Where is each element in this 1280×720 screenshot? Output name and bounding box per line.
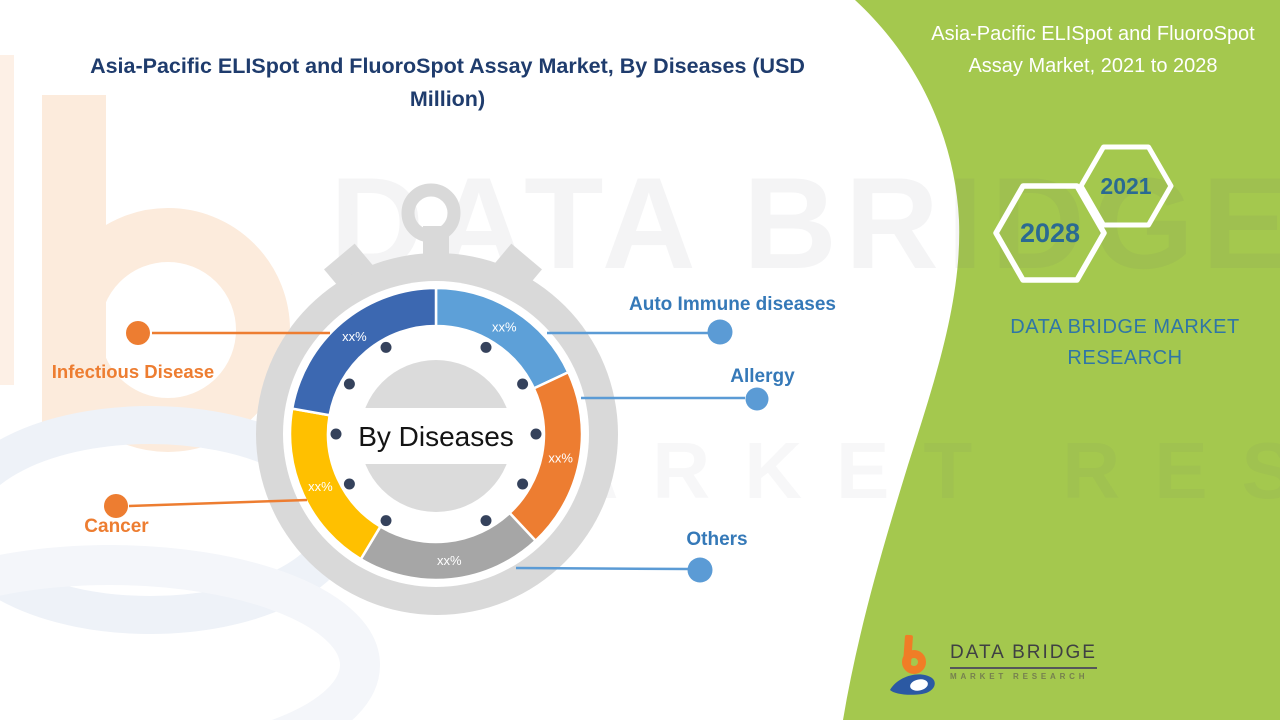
donut-segments-group: xx% xx% xx% xx% xx%: [288, 286, 584, 582]
clock-dot: [530, 428, 542, 440]
segment-value-label-0: xx%: [492, 319, 517, 334]
clock-dot: [330, 428, 342, 440]
callout-label-cancer: Cancer: [84, 516, 149, 537]
brand-name-text: DATA BRIDGE MARKET RESEARCH: [1010, 316, 1240, 369]
chart-title: Asia-Pacific ELISpot and FluoroSpot Assa…: [90, 54, 805, 112]
panel-title: Asia-Pacific ELISpot and FluoroSpot Assa…: [931, 23, 1255, 77]
hexagon-2028-label: 2028: [1020, 218, 1080, 248]
callout-label-allergy: Allergy: [730, 366, 795, 387]
clock-dot: [343, 478, 355, 490]
callout-label-others: Others: [686, 529, 748, 550]
company-logo: DATA BRIDGE MARKET RESEARCH: [888, 634, 1097, 700]
segment-value-label-4: xx%: [342, 329, 367, 344]
segment-value-label-1: xx%: [548, 451, 573, 466]
green-panel-shape: [843, 0, 1280, 720]
watermark-crescent: [0, 545, 380, 720]
center-label: By Diseases: [358, 421, 514, 452]
company-logo-icon: [890, 634, 935, 695]
callout-dot-infectious-disease: [126, 321, 150, 345]
center-label-band: [352, 408, 520, 464]
company-logo-text: DATA BRIDGE MARKET RESEARCH: [950, 642, 1097, 681]
callout-dot-cancer: [104, 494, 128, 518]
callout-dot-auto-immune: [707, 319, 733, 345]
year-hexagons: 2028 2021: [993, 144, 1174, 283]
callout-dot-allergy: [745, 387, 769, 411]
logo-b-bowl: [902, 650, 926, 674]
segment-value-label-3: xx%: [308, 479, 333, 494]
logo-brand-text: DATA BRIDGE: [950, 642, 1097, 669]
clock-dot: [480, 515, 492, 527]
hexagon-2028: [993, 183, 1107, 283]
clock-dots-group: [330, 341, 542, 527]
segment-value-label-2: xx%: [437, 553, 462, 568]
leader-line-cancer: [128, 498, 308, 508]
callout-label-auto-immune: Auto Immune diseases: [629, 294, 836, 315]
logo-d-hole: [910, 679, 928, 691]
hexagon-2021: [1078, 144, 1174, 228]
stopwatch-left-button: [324, 243, 374, 293]
clock-dot: [517, 378, 529, 390]
logo-tagline-text: MARKET RESEARCH: [950, 672, 1089, 681]
callout-label-infectious-disease: Infectious Disease: [51, 361, 215, 382]
leader-line-others: [515, 566, 689, 571]
clock-dot: [380, 341, 392, 353]
clock-dot: [517, 478, 529, 490]
donut-segment-infectious-disease: [290, 286, 438, 417]
clock-dot: [380, 515, 392, 527]
clock-dot: [343, 378, 355, 390]
hexagon-2021-label: 2021: [1100, 173, 1151, 199]
clock-dot: [480, 341, 492, 353]
watermark-b-bar-edge: [0, 55, 14, 385]
callout-dot-others: [687, 557, 713, 583]
